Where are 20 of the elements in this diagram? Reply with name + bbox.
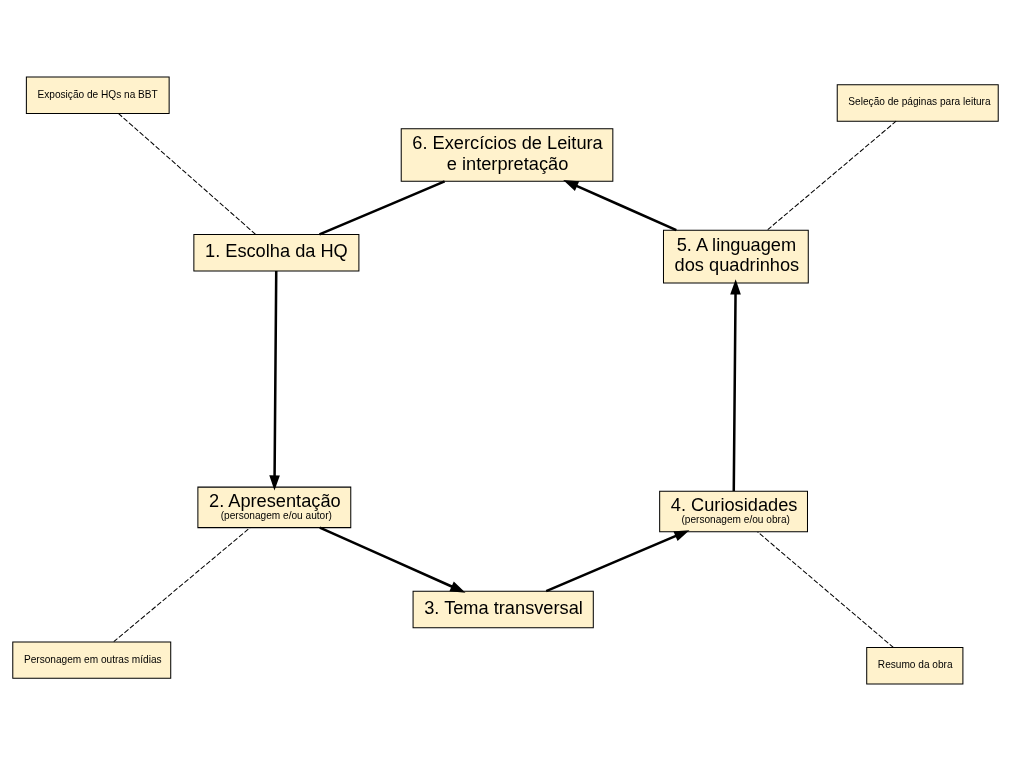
arrow bbox=[545, 529, 690, 592]
node-box: 1. Escolha da HQ bbox=[193, 233, 360, 271]
arrow bbox=[269, 270, 280, 491]
node-box: 5. A linguagem dos quadrinhos bbox=[662, 229, 809, 283]
arrow bbox=[319, 526, 466, 593]
connector bbox=[118, 112, 257, 235]
node-box: Exposição de HQs na BBT bbox=[25, 76, 170, 114]
node-box: 4. Curiosidades (personagem e/ou obra) bbox=[659, 490, 808, 532]
connector bbox=[766, 120, 897, 231]
node-box: 6. Exercícios de Leitura e interpretação bbox=[400, 127, 614, 182]
node-box: 3. Tema transversal bbox=[412, 590, 594, 628]
arrow bbox=[563, 179, 677, 231]
arrow bbox=[730, 278, 741, 491]
node-box: Personagem em outras mídias bbox=[12, 640, 172, 679]
node-box: Resumo da obra bbox=[866, 646, 964, 684]
connector bbox=[113, 526, 251, 642]
node-box: Seleção de páginas para leitura bbox=[836, 83, 999, 122]
connector bbox=[319, 179, 446, 236]
connector bbox=[757, 530, 894, 648]
node-box: 2. Apresentação (personagem e/ou autor) bbox=[197, 486, 352, 528]
